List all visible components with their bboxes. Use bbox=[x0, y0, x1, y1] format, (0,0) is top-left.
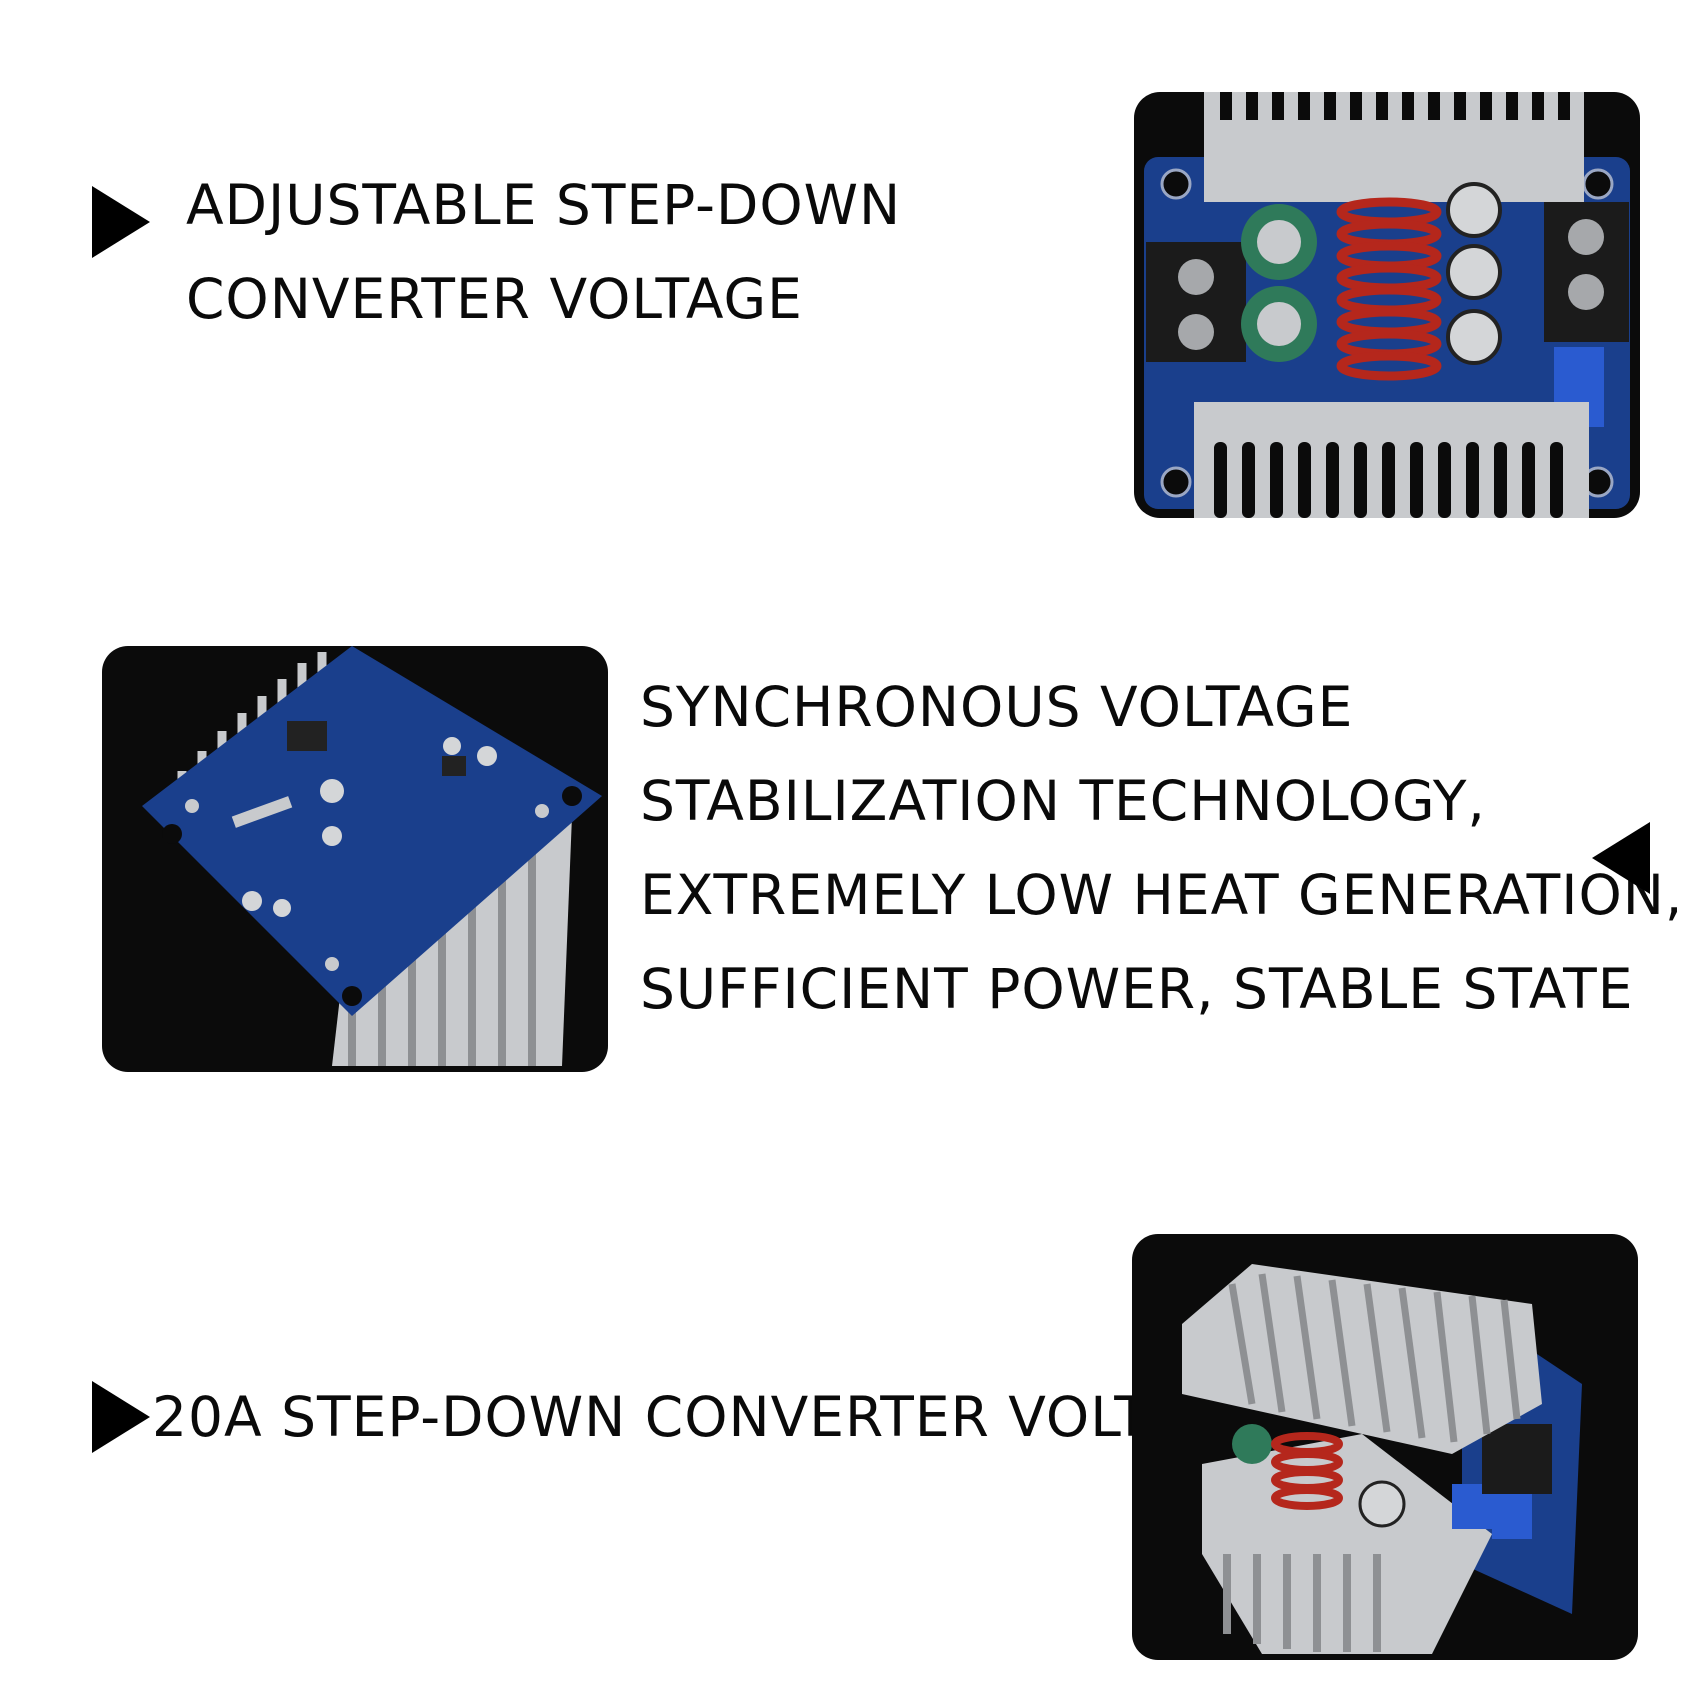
converter-bottom-view-image bbox=[142, 646, 602, 1066]
arrow-right-icon bbox=[92, 186, 150, 258]
feature-section-adjustable: ADJUSTABLE STEP-DOWN CONVERTER VOLTAGE bbox=[0, 0, 1700, 560]
feature-text-adjustable: ADJUSTABLE STEP-DOWN CONVERTER VOLTAGE bbox=[186, 158, 901, 346]
converter-angled-view-photo bbox=[1132, 1234, 1638, 1660]
arrow-left-icon bbox=[1592, 822, 1650, 894]
feature-text-synchronous: SYNCHRONOUS VOLTAGE STABILIZATION TECHNO… bbox=[640, 660, 1683, 1036]
feature-line: CONVERTER VOLTAGE bbox=[186, 267, 803, 331]
converter-bottom-view-photo bbox=[102, 646, 608, 1072]
feature-line: SUFFICIENT POWER, STABLE STATE bbox=[640, 957, 1634, 1021]
feature-line: SYNCHRONOUS VOLTAGE bbox=[640, 675, 1354, 739]
feature-line: EXTREMELY LOW HEAT GENERATION, bbox=[640, 863, 1684, 927]
feature-line: 20A STEP-DOWN CONVERTER VOLTAGE bbox=[152, 1385, 1262, 1449]
converter-angled-view-image bbox=[1182, 1264, 1582, 1654]
feature-line: ADJUSTABLE STEP-DOWN bbox=[186, 173, 902, 237]
arrow-right-icon bbox=[92, 1381, 150, 1453]
converter-top-view-photo bbox=[1134, 92, 1640, 518]
feature-section-20a: 20A STEP-DOWN CONVERTER VOLTAGE bbox=[0, 1120, 1700, 1700]
feature-line: STABILIZATION TECHNOLOGY, bbox=[640, 769, 1486, 833]
feature-text-20a: 20A STEP-DOWN CONVERTER VOLTAGE bbox=[152, 1370, 1262, 1464]
feature-section-synchronous: SYNCHRONOUS VOLTAGE STABILIZATION TECHNO… bbox=[0, 560, 1700, 1120]
converter-top-view-image bbox=[1144, 92, 1630, 518]
